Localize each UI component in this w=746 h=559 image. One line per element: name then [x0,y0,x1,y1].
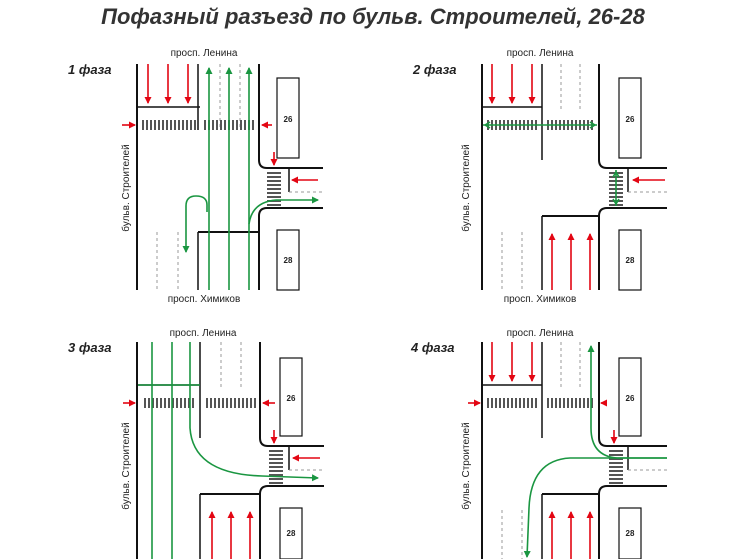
phase-label: 1 фаза [68,62,111,77]
crosswalk-east [269,450,283,484]
stop-arrows [122,64,318,184]
lane-dashes [220,342,324,471]
phase-2-panel: 2 фаза просп. Ленина просп. Химиков буль… [412,48,667,305]
street-label-north: просп. Ленина [171,48,238,59]
phase-4-panel: 4 фаза просп. Ленина бульв. Строителей [410,328,667,559]
building-28 [618,507,642,559]
street-label-north: просп. Ленина [507,48,574,59]
center-lines [482,64,629,290]
street-label-west: бульв. Строителей [460,144,472,231]
street-label-west: бульв. Строителей [460,422,472,509]
building-28-number: 28 [626,529,635,538]
building-26 [618,357,642,437]
road-edges [481,342,667,559]
building-28 [279,507,303,559]
phase-label: 4 фаза [410,340,454,355]
building-28-number: 28 [284,256,293,265]
building-26 [618,77,642,159]
crosswalk-north [144,398,256,408]
building-26-number: 26 [287,394,296,403]
street-label-south: просп. Химиков [168,294,241,305]
street-label-north: просп. Ленина [507,328,574,339]
phase-label: 3 фаза [68,340,111,355]
building-26-number: 26 [626,115,635,124]
center-lines [137,342,290,559]
road-edges [136,342,324,559]
street-label-north: просп. Ленина [170,328,237,339]
center-lines [482,342,629,559]
go-arrows [523,345,667,558]
building-28-number: 28 [287,529,296,538]
road-edges [481,64,667,290]
street-label-west: бульв. Строителей [120,422,132,509]
building-26-number: 26 [284,115,293,124]
road-edges [136,64,323,290]
building-26 [276,77,300,159]
go-arrows [182,67,319,290]
building-26 [279,357,303,437]
lane-dashes [156,64,323,290]
go-arrows [138,342,319,559]
page-title: Пофазный разъезд по бульв. Строителей, 2… [101,4,645,29]
street-label-west: бульв. Строителей [120,144,132,231]
stop-arrows [468,342,618,559]
street-label-south: просп. Химиков [504,294,577,305]
phase-3-panel: 3 фаза просп. Ленина бульв. Строителей [68,328,324,559]
stop-arrows [488,64,665,290]
stop-arrows [123,399,320,559]
phase-1-panel: 1 фаза просп. Ленина просп. Химиков буль… [68,48,323,305]
center-lines [137,64,290,290]
crosswalk-north [487,398,593,408]
building-28-number: 28 [626,256,635,265]
building-28 [618,229,642,291]
crosswalk-east [609,450,623,484]
crosswalk-north [142,120,254,130]
building-26-number: 26 [626,394,635,403]
go-arrows [483,121,620,206]
lane-dashes [501,342,667,559]
building-28 [276,229,300,291]
lane-dashes [501,64,667,290]
phase-label: 2 фаза [412,62,456,77]
